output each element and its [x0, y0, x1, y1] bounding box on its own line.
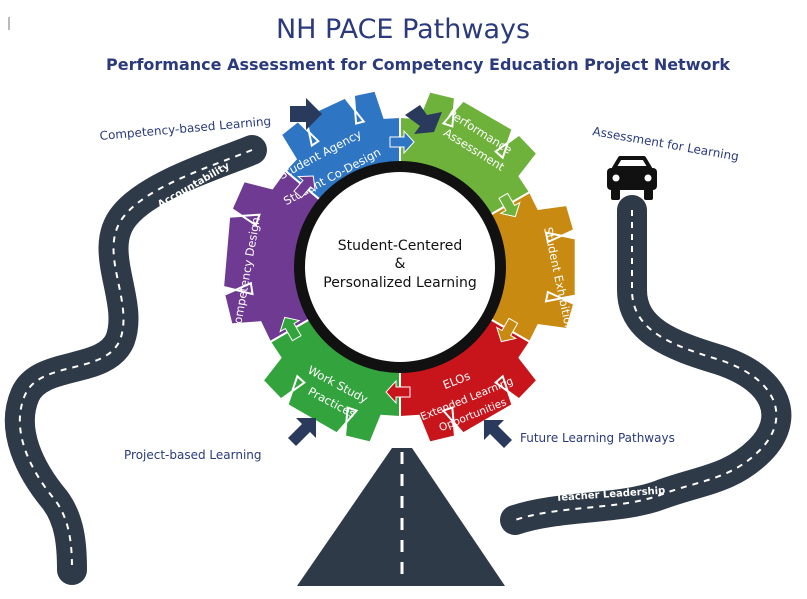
diagram-title: NH PACE Pathways [276, 14, 530, 45]
center-text-line2: & [395, 256, 406, 272]
arrow-icon [484, 420, 512, 448]
arrow-icon [405, 105, 442, 134]
center-text-line1: Student-Centered [338, 238, 462, 254]
car-icon [607, 156, 657, 200]
assessment-for-learning-label: Assessment for Learning [591, 124, 739, 164]
flow-arrow-icon [279, 316, 302, 342]
diagram-subtitle: Performance Assessment for Competency Ed… [106, 55, 730, 74]
gear-sector-competency-design [222, 169, 325, 344]
flow-arrow-icon [389, 129, 415, 155]
left-road: Accountability [4, 135, 267, 585]
center-disc [305, 172, 495, 362]
flow-arrow-icon [385, 379, 411, 405]
arrow-icon [288, 418, 316, 446]
flow-arrow-icon [293, 175, 316, 199]
future-pathways-label: Future Learning Pathways [520, 431, 675, 445]
gear-sector-student-exhibition [485, 190, 577, 344]
outer-arrow-competency [290, 98, 322, 130]
outer-arrow-assessment [405, 105, 442, 134]
bottom-road [297, 448, 505, 586]
project-based-label: Project-based Learning [124, 448, 262, 462]
flow-arrow-icon [498, 192, 521, 218]
outer-arrow-future [484, 420, 512, 448]
flow-arrow-icon [495, 317, 519, 343]
outer-arrow-project [288, 418, 316, 446]
segment-arrows [279, 129, 521, 405]
arrow-icon [290, 98, 322, 130]
center-text-line3: Personalized Learning [323, 275, 476, 291]
